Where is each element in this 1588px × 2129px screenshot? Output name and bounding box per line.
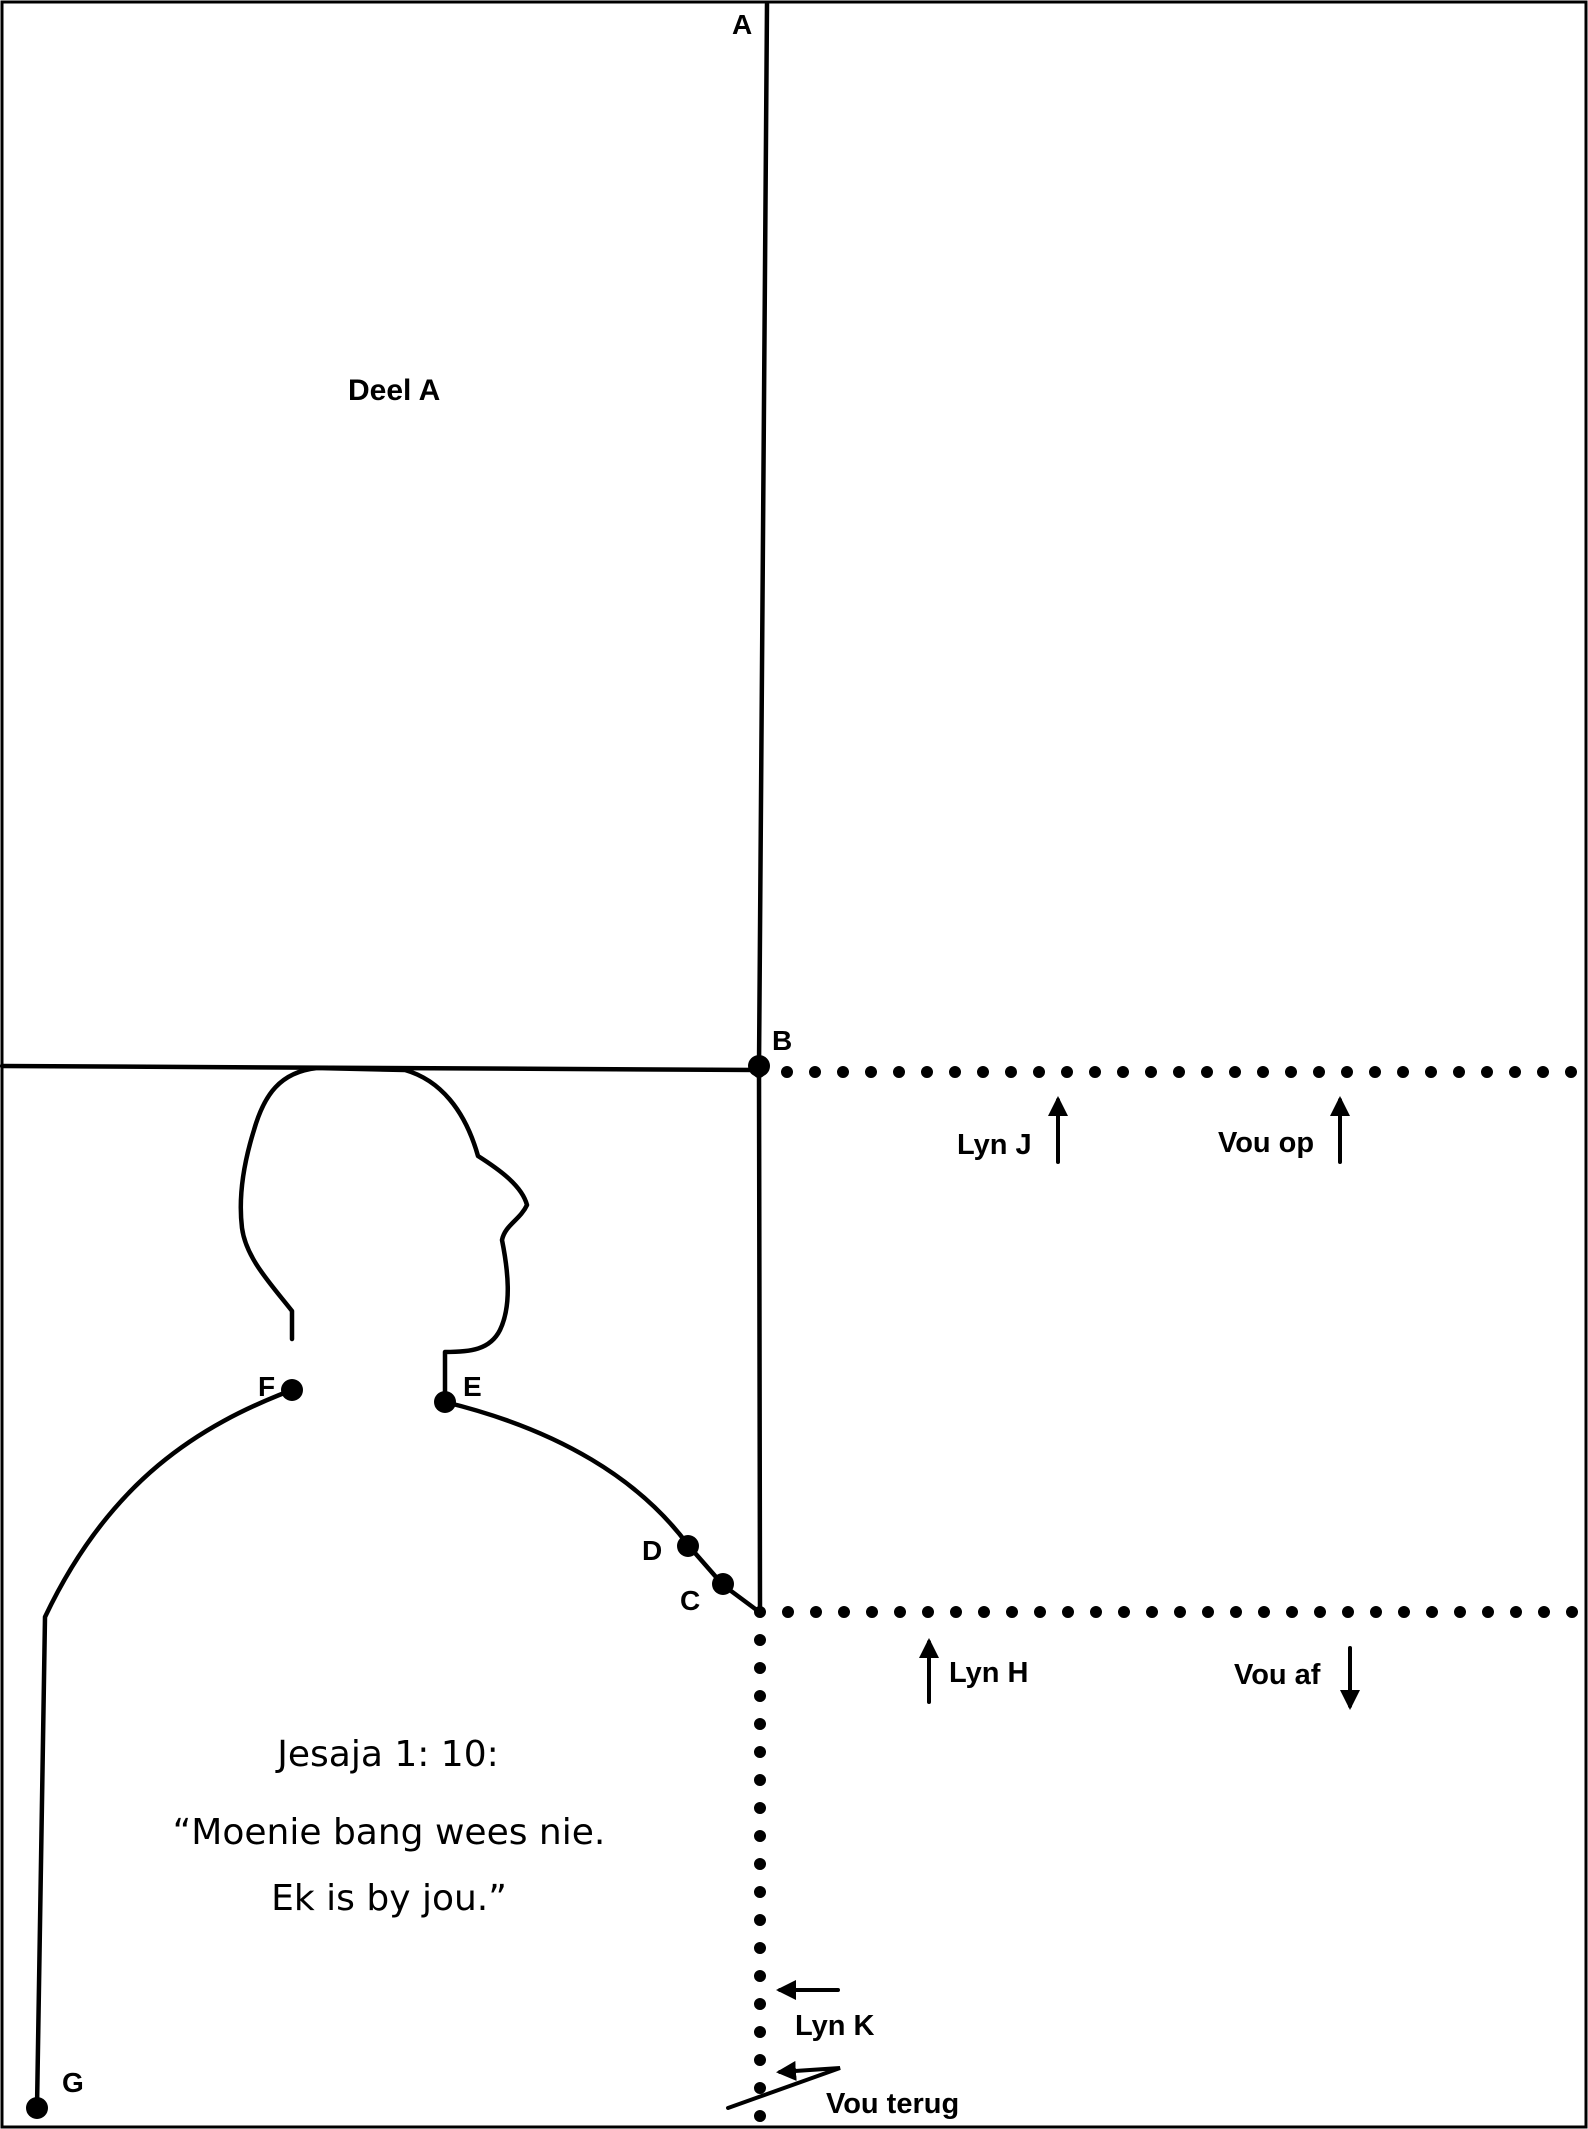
- label-fold-back: Vou terug: [826, 2088, 959, 2120]
- label-point-c: C: [680, 1585, 700, 1616]
- label-fold-down: Vou af: [1234, 1659, 1321, 1691]
- label-point-g: G: [62, 2067, 84, 2098]
- label-point-e: E: [463, 1371, 482, 1402]
- label-line-h: Lyn H: [949, 1657, 1028, 1689]
- label-line-k: Lyn K: [795, 2010, 875, 2042]
- label-point-d: D: [642, 1535, 662, 1566]
- label-fold-up: Vou op: [1218, 1127, 1314, 1159]
- label-point-f: F: [258, 1371, 275, 1402]
- point-g: [26, 2097, 48, 2119]
- fold-back-icon: [726, 2060, 841, 2110]
- line-a-b: [756, 1, 770, 1069]
- part-label: Deel A: [348, 374, 440, 407]
- point-d: [677, 1535, 699, 1557]
- point-e: [434, 1391, 456, 1413]
- verse-reference: Jesaja 1: 10:: [275, 1734, 499, 1775]
- left-shoulder-outline: [34, 1387, 295, 2111]
- point-f: [281, 1379, 303, 1401]
- label-line-j: Lyn J: [957, 1129, 1032, 1161]
- right-shoulder-outline: [442, 1399, 761, 1614]
- point-c: [712, 1573, 734, 1595]
- verse-line-1: “Moenie bang wees nie.: [173, 1812, 606, 1853]
- label-point-a: A: [732, 9, 752, 40]
- head-outline: [238, 1065, 530, 1405]
- line-b-down: [756, 1065, 763, 1614]
- verse-line-2: Ek is by jou.”: [271, 1878, 507, 1919]
- point-b: [748, 1055, 770, 1077]
- label-point-b: B: [772, 1025, 792, 1056]
